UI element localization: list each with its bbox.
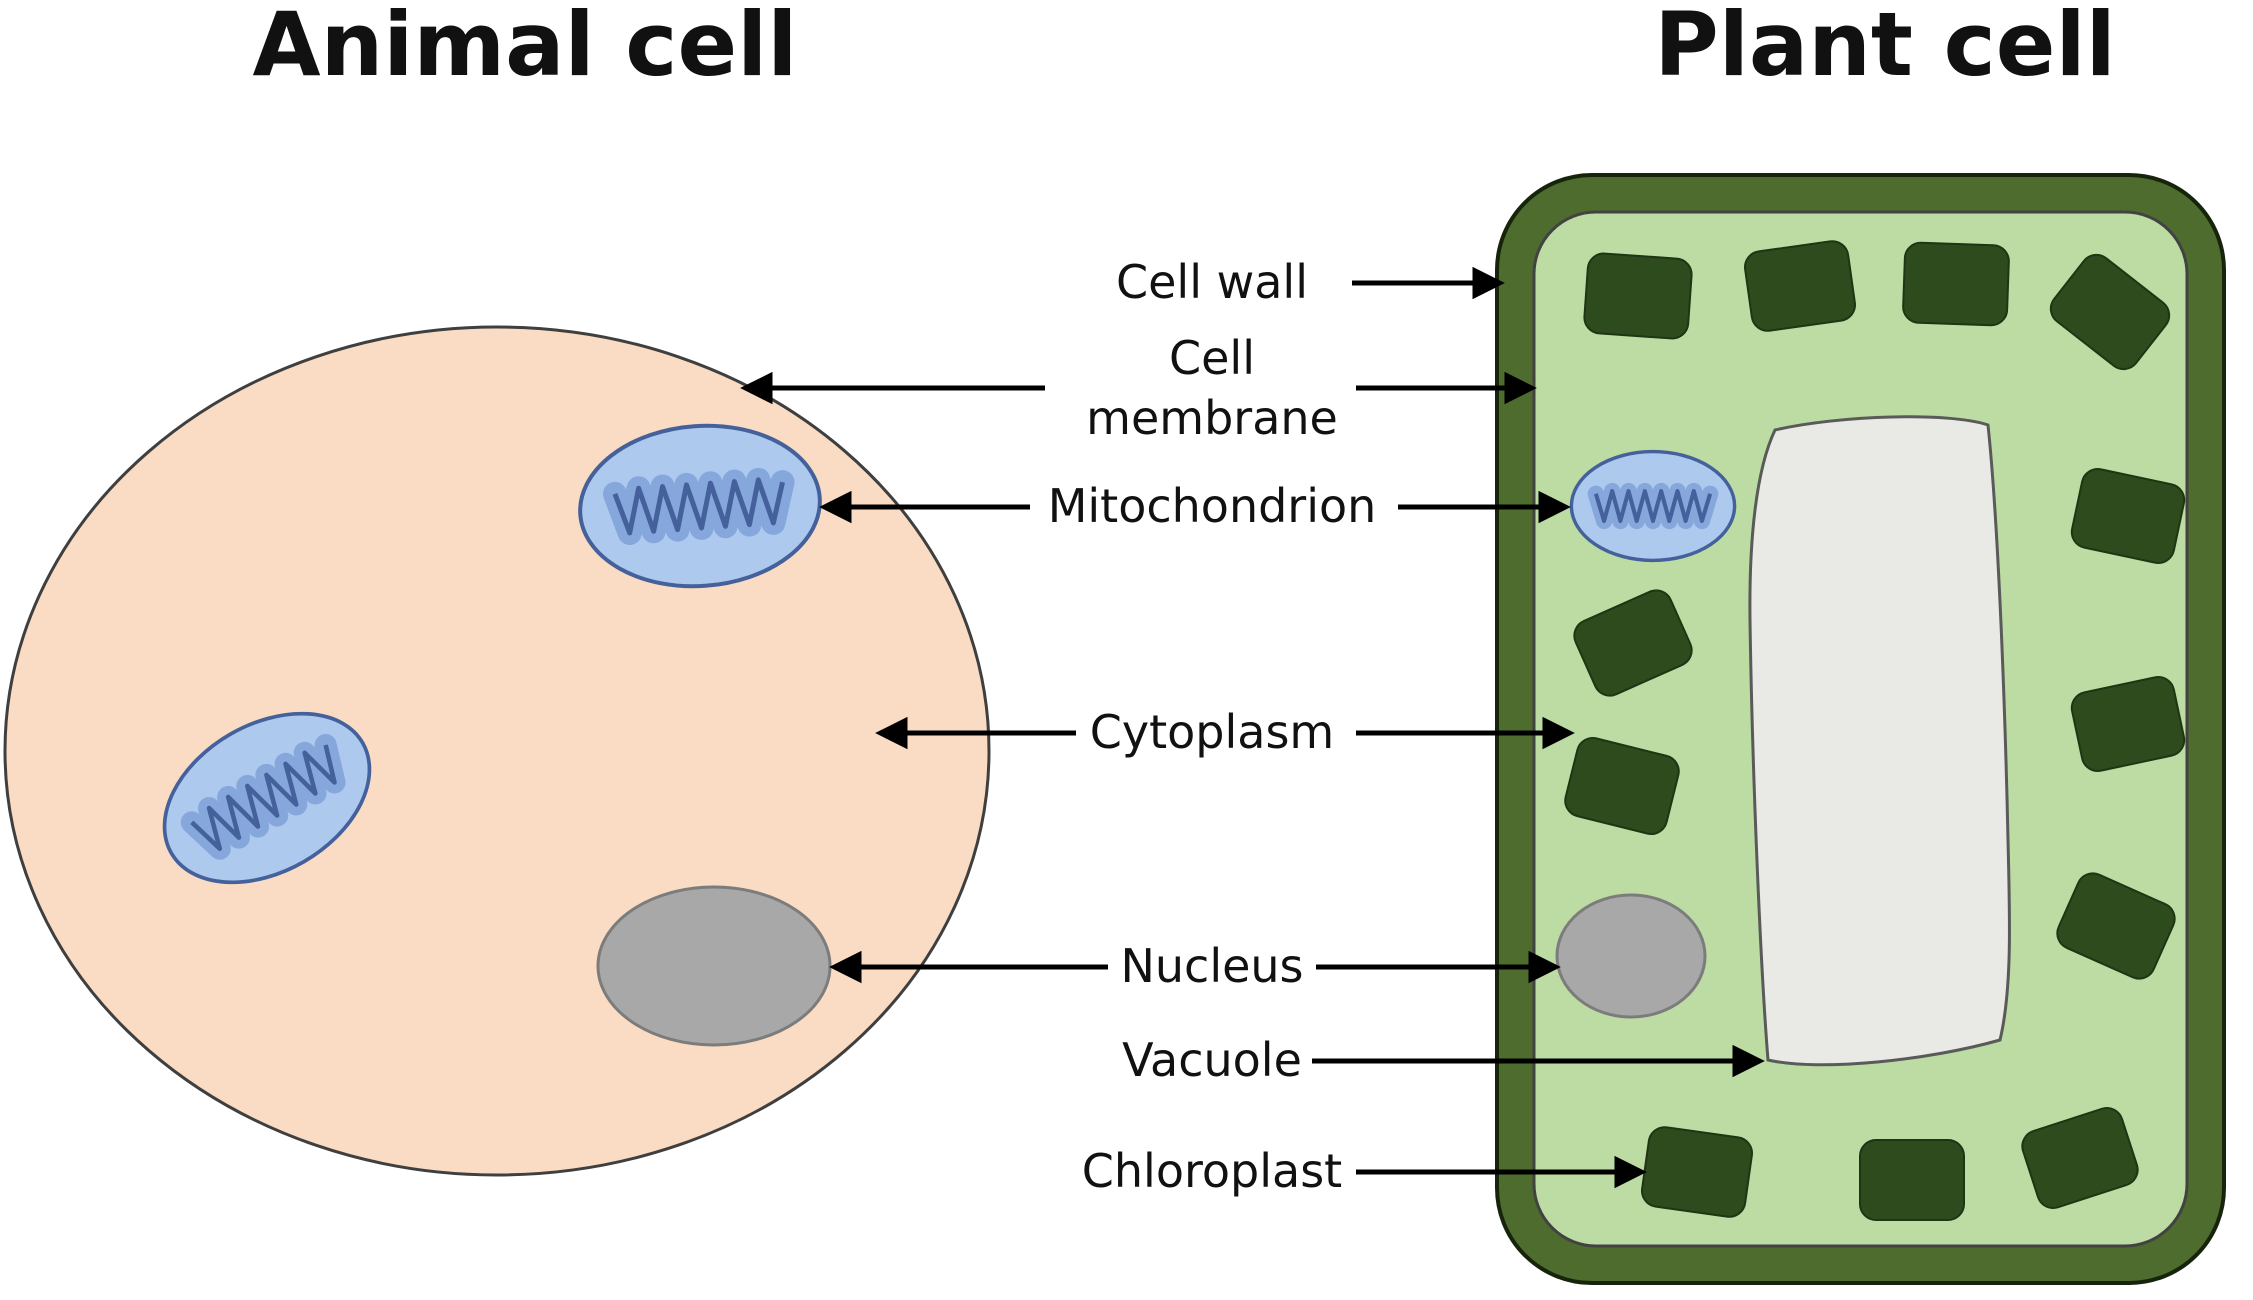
plant-vacuole [1748,415,2012,1067]
label-nucleus: Nucleus [1120,939,1303,993]
label-vacuole: Vacuole [1122,1033,1302,1087]
chloroplast-body [1859,1139,1965,1221]
label-cell-membrane-line2: membrane [1086,391,1338,445]
animal-cell [3,325,991,1177]
label-arrows [740,266,1765,1189]
label-chloroplast: Chloroplast [1082,1144,1342,1198]
plant-mitochondrion [1569,449,1737,563]
chloroplast-body [1583,252,1693,340]
mitochondrion-cristae-line [1593,488,1713,524]
mitochondrion-cristae-line [190,744,337,851]
plant-nucleus [1555,893,1707,1019]
chloroplast [1564,737,1680,835]
chloroplast [1583,252,1693,340]
plant-cell-title: Plant cell [1654,0,2116,96]
plant-cell [1495,173,2226,1285]
label-column: Cell wall Cell membrane Mitochondrion Cy… [1048,255,1377,1198]
mitochondrion-cristae-line [612,477,785,536]
chloroplast [1573,589,1693,697]
chloroplast-body [2070,468,2186,564]
chloroplast [1859,1139,1965,1221]
chloroplast [1902,241,2010,327]
chloroplast-body [1744,240,1856,332]
chloroplast [1641,1126,1753,1218]
chloroplast-body [2056,872,2176,980]
label-mitochondrion: Mitochondrion [1048,479,1377,533]
chloroplast [2021,1107,2139,1209]
animal-cell-title: Animal cell [253,0,798,96]
chloroplast-body [1902,241,2010,327]
chloroplast [2049,253,2171,371]
label-cell-membrane-line1: Cell [1169,331,1255,385]
chloroplast [2070,676,2186,772]
label-cytoplasm: Cytoplasm [1090,705,1334,759]
chloroplast-body [1573,589,1693,697]
chloroplast-body [1641,1126,1753,1218]
chloroplast-body [2021,1107,2139,1209]
animal-mitochondrion-left [162,711,372,885]
chloroplast [2056,872,2176,980]
animal-cell-membrane [3,325,991,1177]
chloroplast-body [2070,676,2186,772]
chloroplast [1744,240,1856,332]
chloroplast-body [1564,737,1680,835]
chloroplast [2070,468,2186,564]
animal-nucleus [596,885,832,1047]
chloroplast-body [2049,253,2171,371]
label-cell-wall: Cell wall [1116,255,1308,309]
